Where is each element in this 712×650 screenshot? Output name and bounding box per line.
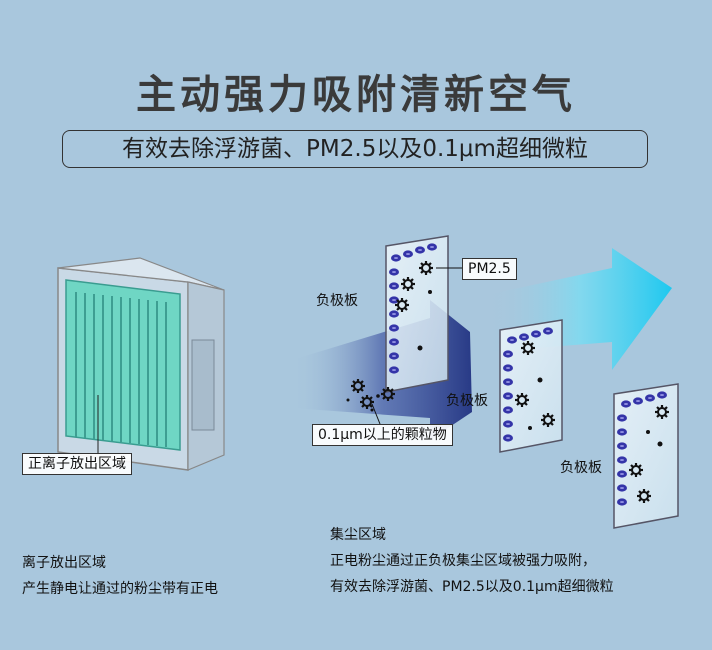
caption-left-title: 离子放出区域 [22, 555, 106, 571]
floating-particles [346, 377, 397, 412]
caption-right: 集尘区域 正电粉尘通过正负极集尘区域被强力吸附， 有效去除浮游菌、PM2.5以及… [330, 522, 614, 600]
positive-ion-zone-label: 正离子放出区域 [22, 453, 132, 475]
leader-lines [371, 267, 462, 425]
pm25-label: PM2.5 [462, 258, 517, 280]
page-title: 主动强力吸附清新空气 [136, 72, 576, 118]
filter-module [57, 257, 225, 471]
caption-left: 离子放出区域 产生静电让通过的粉尘带有正电 [22, 550, 218, 602]
negative-plate-2 [499, 319, 563, 453]
particles-label: 0.1μm以上的颗粒物 [312, 424, 453, 446]
caption-right-line1: 正电粉尘通过正负极集尘区域被强力吸附， [330, 553, 596, 569]
caption-left-body: 产生静电让通过的粉尘带有正电 [22, 581, 218, 597]
page-subtitle: 有效去除浮游菌、PM2.5以及0.1μm超细微粒 [62, 130, 648, 168]
negative-plate-label-2: 负极板 [446, 393, 488, 409]
caption-right-line2: 有效去除浮游菌、PM2.5以及0.1μm超细微粒 [330, 579, 614, 595]
caption-right-title: 集尘区域 [330, 527, 386, 543]
filter-fins [75, 292, 167, 447]
negative-plate-label-3: 负极板 [560, 460, 602, 476]
negative-plate-label-1: 负极板 [316, 293, 358, 309]
negative-plate-1 [385, 235, 449, 393]
negative-plate-3 [613, 383, 679, 529]
